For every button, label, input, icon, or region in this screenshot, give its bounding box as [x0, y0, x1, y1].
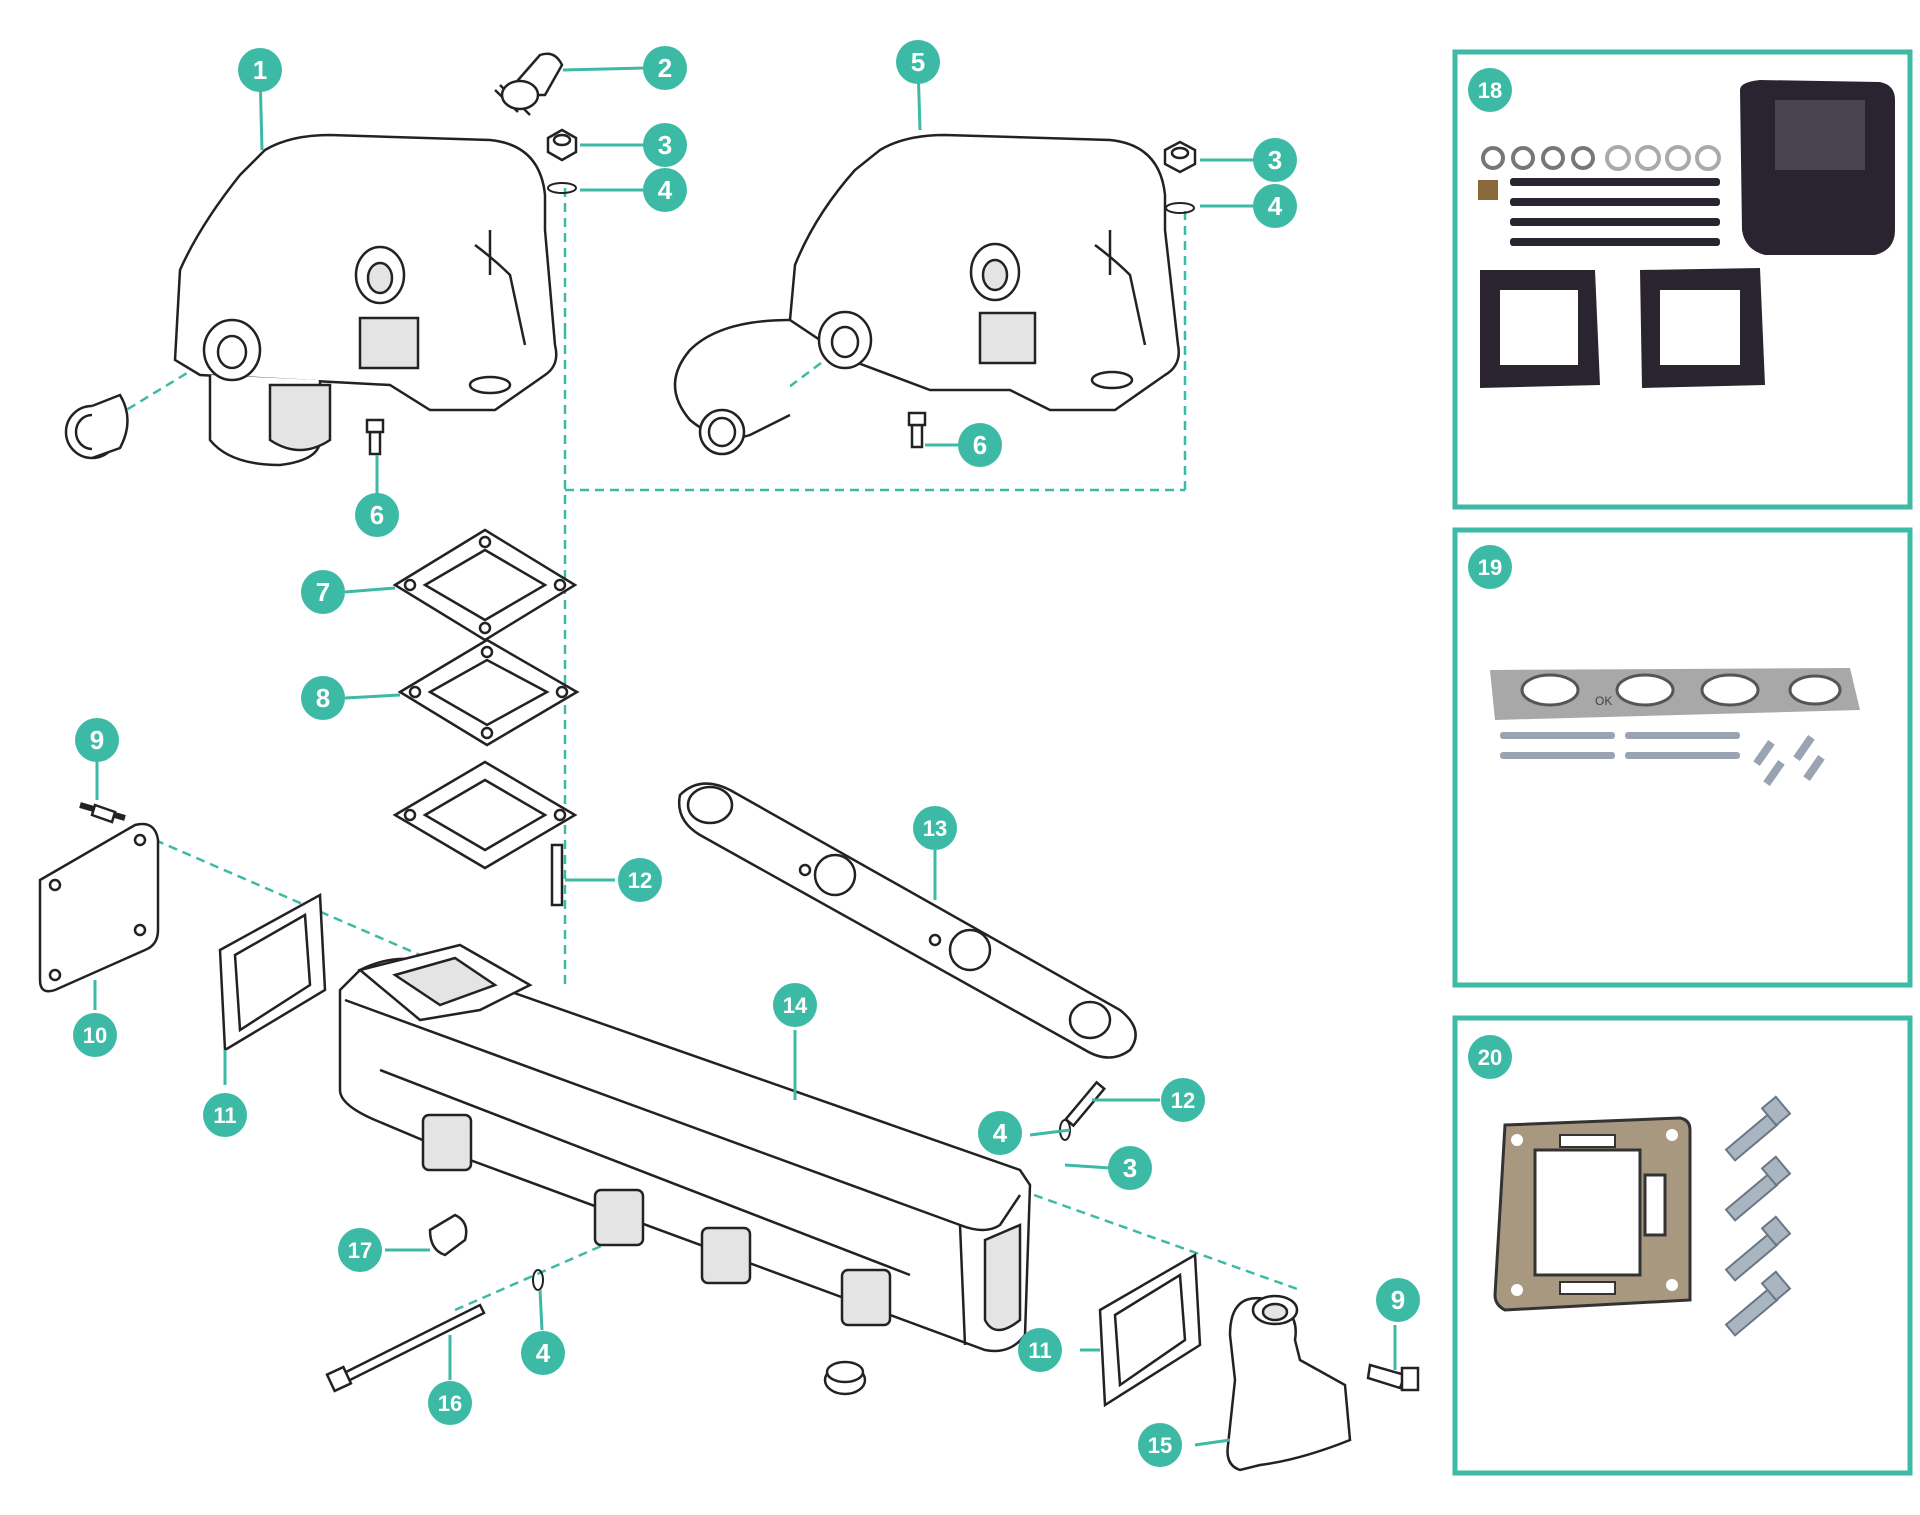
callout-9-right: 9 — [1376, 1278, 1420, 1322]
svg-text:20: 20 — [1478, 1045, 1502, 1070]
svg-text:4: 4 — [993, 1118, 1008, 1148]
svg-text:4: 4 — [536, 1338, 551, 1368]
svg-text:2: 2 — [658, 53, 672, 83]
washer-row — [1481, 145, 1721, 171]
callout-11-left: 11 — [203, 1093, 247, 1137]
callout-11-right: 11 — [1018, 1328, 1062, 1372]
nut-3-left — [546, 128, 578, 162]
end-gaskets-11 — [218, 892, 1202, 1408]
svg-text:18: 18 — [1478, 78, 1502, 103]
stud-rods — [1510, 178, 1720, 246]
svg-text:6: 6 — [973, 430, 987, 460]
fitting-brass — [1478, 180, 1498, 200]
callout-14: 14 — [773, 983, 817, 1027]
svg-text:19: 19 — [1478, 555, 1502, 580]
svg-text:8: 8 — [316, 683, 330, 713]
callout-1: 1 — [238, 48, 282, 92]
nut-3-right — [1163, 140, 1197, 174]
callout-4-top-left: 4 — [643, 168, 687, 212]
svg-text:7: 7 — [316, 577, 330, 607]
callout-17: 17 — [338, 1228, 382, 1272]
svg-text:9: 9 — [1391, 1285, 1405, 1315]
callout-5: 5 — [896, 40, 940, 84]
callout-15: 15 — [1138, 1423, 1182, 1467]
svg-text:11: 11 — [1028, 1338, 1051, 1363]
end-cover-10 — [38, 802, 160, 993]
callout-3-mid: 3 — [1108, 1146, 1152, 1190]
svg-text:3: 3 — [658, 130, 672, 160]
callout-16: 16 — [428, 1381, 472, 1425]
exhaust-manifold-14 — [338, 943, 1032, 1353]
svg-text:3: 3 — [1268, 145, 1282, 175]
callout-4-lower: 4 — [521, 1331, 565, 1375]
svg-text:14: 14 — [783, 993, 808, 1018]
callout-7: 7 — [301, 570, 345, 614]
svg-text:10: 10 — [83, 1023, 107, 1048]
svg-text:17: 17 — [348, 1238, 372, 1263]
exhaust-elbow-5 — [673, 133, 1180, 456]
kit-panel-20: 20 — [1452, 1015, 1913, 1476]
callout-6-right: 6 — [958, 423, 1002, 467]
svg-text:16: 16 — [438, 1391, 462, 1416]
hardware-lower — [90, 803, 1420, 1472]
kit-panel-18: 18 — [1452, 49, 1913, 510]
svg-text:12: 12 — [1171, 1088, 1195, 1113]
svg-text:15: 15 — [1148, 1433, 1172, 1458]
manifold-gasket-13 — [677, 782, 1137, 1059]
callout-3-top-right: 3 — [1253, 138, 1297, 182]
callout-2: 2 — [643, 46, 687, 90]
svg-text:12: 12 — [628, 868, 652, 893]
svg-text:OK: OK — [1595, 694, 1612, 708]
callout-4-top-right: 4 — [1253, 184, 1297, 228]
callout-12-upper: 12 — [618, 858, 662, 902]
callout-labels: 1 2 3 4 5 3 4 6 6 7 8 9 10 11 12 13 14 1… — [73, 40, 1420, 1467]
kit-panel-19: 19 OK — [1452, 527, 1913, 988]
svg-text:3: 3 — [1123, 1153, 1137, 1183]
callout-8: 8 — [301, 676, 345, 720]
callout-4-mid: 4 — [978, 1111, 1022, 1155]
elbow-bolts — [1724, 1095, 1792, 1337]
gasket-stack — [392, 528, 580, 870]
hose-fitting-2 — [494, 52, 564, 116]
exhaust-gasket-strip: OK — [1490, 668, 1860, 720]
svg-text:9: 9 — [90, 725, 104, 755]
svg-text:1: 1 — [253, 55, 267, 85]
svg-text:11: 11 — [213, 1103, 236, 1128]
callout-3-top-left: 3 — [643, 123, 687, 167]
elbow-gasket — [1493, 1116, 1692, 1312]
exhaust-elbow-1 — [64, 133, 558, 467]
svg-text:5: 5 — [911, 47, 925, 77]
svg-text:4: 4 — [1268, 191, 1283, 221]
svg-text:4: 4 — [658, 175, 673, 205]
callout-6-left: 6 — [355, 493, 399, 537]
bolts-6 — [365, 411, 927, 456]
callout-12-lower: 12 — [1161, 1078, 1205, 1122]
svg-text:13: 13 — [923, 816, 947, 841]
stud-12 — [550, 843, 1107, 1128]
callout-13: 13 — [913, 806, 957, 850]
svg-text:6: 6 — [370, 500, 384, 530]
callout-10: 10 — [73, 1013, 117, 1057]
callout-9-left: 9 — [75, 718, 119, 762]
bolt-set — [1500, 732, 1825, 786]
